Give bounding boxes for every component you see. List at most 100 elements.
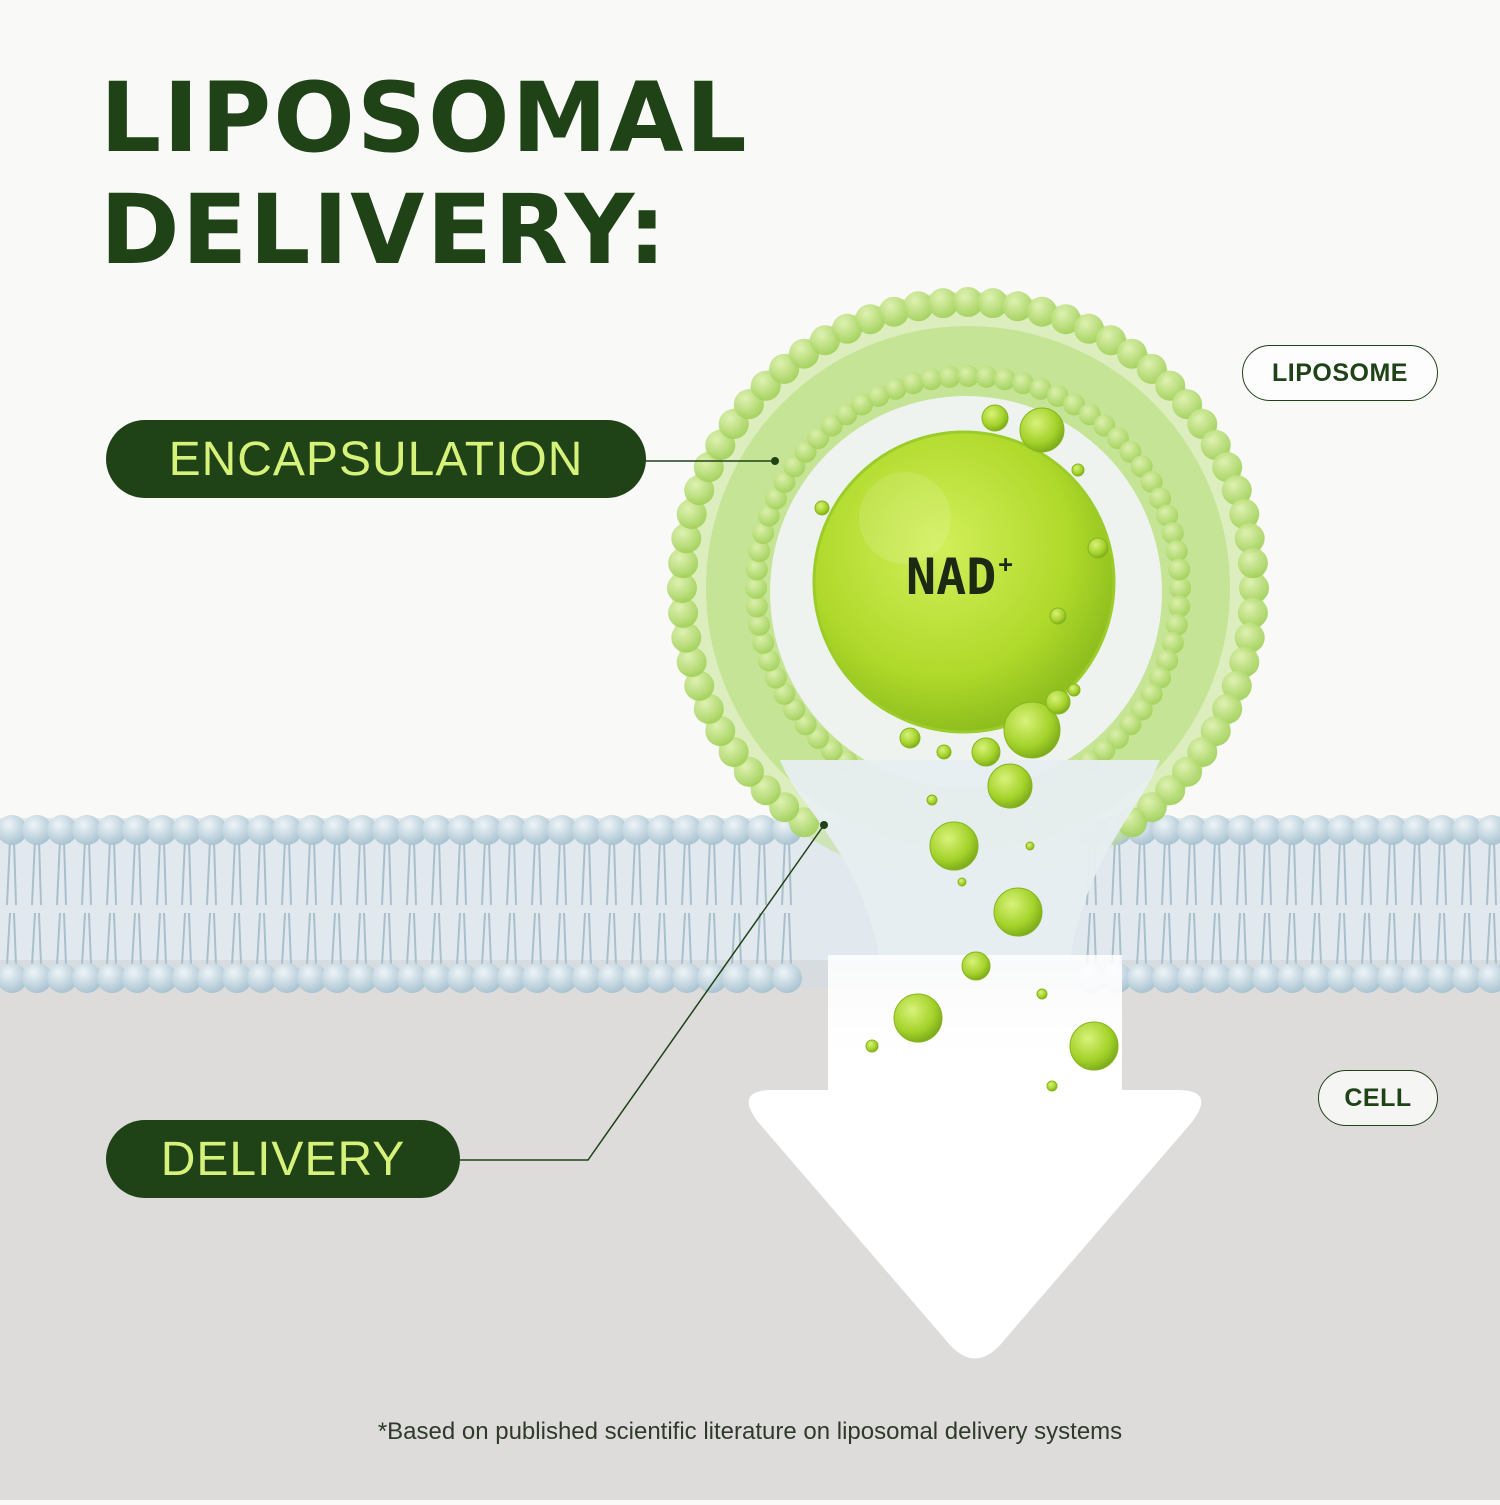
membrane-lipid-tail xyxy=(13,839,17,906)
membrane-lipid-tail xyxy=(681,839,686,906)
membrane-lipid-tail xyxy=(31,839,36,906)
membrane-lipid-tail xyxy=(781,912,786,966)
membrane-lipid-tail xyxy=(381,912,386,966)
membrane-lipid-head xyxy=(722,963,752,993)
membrane-lipid-tail xyxy=(1411,839,1416,906)
title-line-1: LIPOSOMAL xyxy=(100,62,749,174)
liposome-lipid-head xyxy=(745,595,768,618)
membrane-lipid-tail xyxy=(106,912,111,966)
membrane-lipid-head xyxy=(547,815,577,845)
delivery-label: DELIVERY xyxy=(106,1120,460,1198)
membrane-lipid-tail xyxy=(406,839,411,906)
liposome-lipid-head xyxy=(1212,693,1243,724)
membrane-lipid-tail xyxy=(1336,839,1341,906)
membrane-lipid-tail xyxy=(1111,839,1116,906)
membrane-lipid-head xyxy=(72,815,102,845)
encapsulation-leader-dot xyxy=(771,457,779,465)
membrane-lipid-tail xyxy=(1436,912,1441,966)
membrane-lipid-tail xyxy=(1261,912,1266,966)
liposome-lipid-head xyxy=(1073,313,1104,344)
membrane-lipid-head xyxy=(72,963,102,993)
membrane-lipid-head xyxy=(1127,963,1157,993)
membrane-lipid-tail xyxy=(238,912,242,966)
liposome-lipid-head xyxy=(993,368,1016,391)
nad-droplet xyxy=(929,821,979,871)
membrane-lipid-head xyxy=(522,963,552,993)
liposome-lipid-head xyxy=(1229,647,1260,677)
membrane-lipid-tail xyxy=(538,912,542,966)
membrane-lipid-tail xyxy=(663,839,667,906)
liposome-lipid-head xyxy=(884,377,907,400)
membrane-lipid-tail xyxy=(1486,912,1491,966)
cell-interior xyxy=(0,960,1500,1500)
membrane-lipid-tail xyxy=(113,839,117,906)
liposome-lipid-head xyxy=(1130,455,1153,478)
membrane-lipid-tail xyxy=(638,839,642,906)
membrane-lipid-head xyxy=(647,815,677,845)
liposome-lipid-head xyxy=(1156,504,1179,527)
membrane-lipid-head xyxy=(197,815,227,845)
encapsulation-label-text: ENCAPSULATION xyxy=(168,432,584,486)
nad-droplet xyxy=(893,993,943,1043)
membrane-lipid-head xyxy=(622,963,652,993)
membrane-lipid-head xyxy=(1302,815,1332,845)
membrane-lipid-tail xyxy=(781,839,786,906)
membrane-lipid-tail xyxy=(1368,912,1372,966)
membrane-lipid-tail xyxy=(581,839,586,906)
membrane-lipid-tail xyxy=(1386,912,1391,966)
membrane-lipid-head xyxy=(347,815,377,845)
liposome-lipid-head xyxy=(903,291,934,322)
liposome-lipid-head xyxy=(975,365,998,388)
membrane-lipid-tail xyxy=(1193,839,1197,906)
membrane-lipid-head xyxy=(597,815,627,845)
membrane-lipid-head xyxy=(22,815,52,845)
membrane-lipid-tail xyxy=(231,912,236,966)
membrane-lipid-tail xyxy=(1161,839,1166,906)
membrane-lipid-tail xyxy=(163,912,167,966)
liposome-lipid-head xyxy=(748,540,771,563)
membrane-lipid-tail xyxy=(256,912,261,966)
membrane-lipid-tail xyxy=(638,912,642,966)
membrane-lipid-tail xyxy=(1393,912,1397,966)
liposome-lipid-head xyxy=(1029,377,1052,400)
membrane-lipid-head xyxy=(397,963,427,993)
membrane-lipid-head xyxy=(22,963,52,993)
membrane-lipid-head xyxy=(322,963,352,993)
membrane-lipid-head xyxy=(572,815,602,845)
membrane-lipid-tail xyxy=(281,912,286,966)
membrane-lipid-tail xyxy=(156,912,161,966)
nad-droplet xyxy=(971,737,1001,767)
membrane-lipid-head xyxy=(347,963,377,993)
liposome-lipid-head xyxy=(1234,523,1265,554)
nad-droplet xyxy=(1067,683,1081,697)
membrane-lipid-head xyxy=(1227,963,1257,993)
membrane-lipid-tail xyxy=(81,912,86,966)
liposome-lipid-head xyxy=(783,698,806,721)
membrane-lipid-head xyxy=(47,815,77,845)
liposome-lipid-head xyxy=(1200,430,1231,460)
membrane-lipid-tail xyxy=(331,912,336,966)
nad-droplet xyxy=(926,794,938,806)
liposome-tag-text: LIPOSOME xyxy=(1272,358,1408,387)
membrane-lipid-tail xyxy=(688,839,692,906)
nad-label-text: NAD xyxy=(906,548,997,606)
membrane-lipid-tail xyxy=(388,912,392,966)
membrane-lipid-tail xyxy=(488,839,492,906)
membrane-lipid-tail xyxy=(413,839,417,906)
title-line-2: DELIVERY: xyxy=(100,174,669,286)
liposome-lipid-head xyxy=(757,504,780,527)
membrane-lipid-tail xyxy=(413,912,417,966)
liposome-lipid-head xyxy=(764,666,787,689)
membrane-lipid-head xyxy=(1427,815,1457,845)
membrane-lipid-head xyxy=(747,815,777,845)
membrane-lipid-tail xyxy=(56,912,61,966)
membrane-lipid-head xyxy=(122,963,152,993)
membrane-lipid-tail xyxy=(188,839,192,906)
membrane-lipid-tail xyxy=(288,912,292,966)
membrane-lipid-tail xyxy=(363,839,367,906)
liposome-lipid-head xyxy=(693,693,724,724)
liposome-lipid-head xyxy=(1237,548,1268,579)
liposome-lipid-head xyxy=(902,372,925,395)
membrane-lipid-tail xyxy=(188,912,192,966)
